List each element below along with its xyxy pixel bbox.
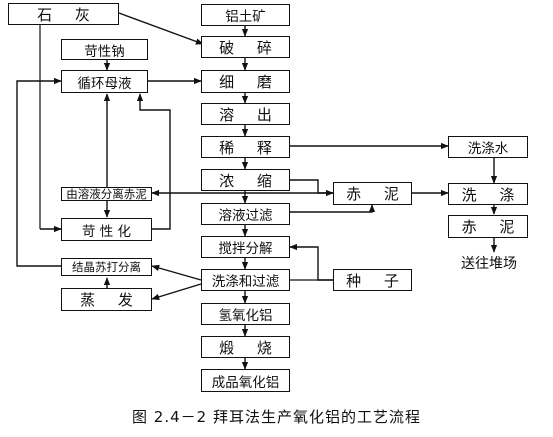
node-lime: 石 灰 xyxy=(8,3,119,25)
node-solution-filtration: 溶液过滤 xyxy=(201,203,290,225)
node-washing: 洗 涤 xyxy=(448,183,528,205)
node-dilution: 稀 释 xyxy=(201,136,290,158)
edge-crystal-liquor xyxy=(16,77,62,267)
node-seed: 种 子 xyxy=(333,269,412,291)
edge-lime-crushing xyxy=(118,12,204,45)
edge-washfilter-crystal xyxy=(151,264,202,281)
node-red-mud-2: 赤 泥 xyxy=(448,215,528,238)
figure-caption: 图 2.4－2 拜耳法生产氧化铝的工艺流程 xyxy=(132,408,421,426)
node-wash-and-filter: 洗涤和过滤 xyxy=(201,269,290,291)
node-product-alumina: 成品氧化铝 xyxy=(201,369,290,392)
node-caustic-soda: 苛性钠 xyxy=(61,39,148,60)
node-causticization: 苛 性 化 xyxy=(61,218,152,241)
node-bauxite: 铝土矿 xyxy=(201,4,290,26)
edge-washfilter-evap xyxy=(151,283,202,300)
edge-thickening-redmud xyxy=(290,179,334,197)
label-to-stockyard: 送往堆场 xyxy=(461,256,517,272)
edge-caustic-liquor xyxy=(136,93,171,230)
edge-seed-decomposition xyxy=(289,243,333,281)
node-fine-grinding: 细 磨 xyxy=(201,70,290,93)
node-evaporation: 蒸 发 xyxy=(61,288,152,311)
node-separate-red-mud: 由溶液分离赤泥 xyxy=(61,187,152,201)
node-digestion: 溶 出 xyxy=(201,103,290,125)
node-recycled-mother-liquor: 循环母液 xyxy=(61,70,148,93)
node-calcination: 煅 烧 xyxy=(201,336,290,358)
node-wash-water: 洗涤水 xyxy=(448,136,528,158)
edge-filtration-redmud xyxy=(290,204,376,213)
node-crushing: 破 碎 xyxy=(201,36,290,58)
node-thickening: 浓 缩 xyxy=(201,169,290,191)
node-stirred-decomposition: 搅拌分解 xyxy=(201,236,290,258)
node-red-mud: 赤 泥 xyxy=(333,182,412,205)
node-crystallized-soda-separation: 结晶苏打分离 xyxy=(61,258,152,276)
node-aluminum-hydroxide: 氢氧化铝 xyxy=(201,303,290,325)
